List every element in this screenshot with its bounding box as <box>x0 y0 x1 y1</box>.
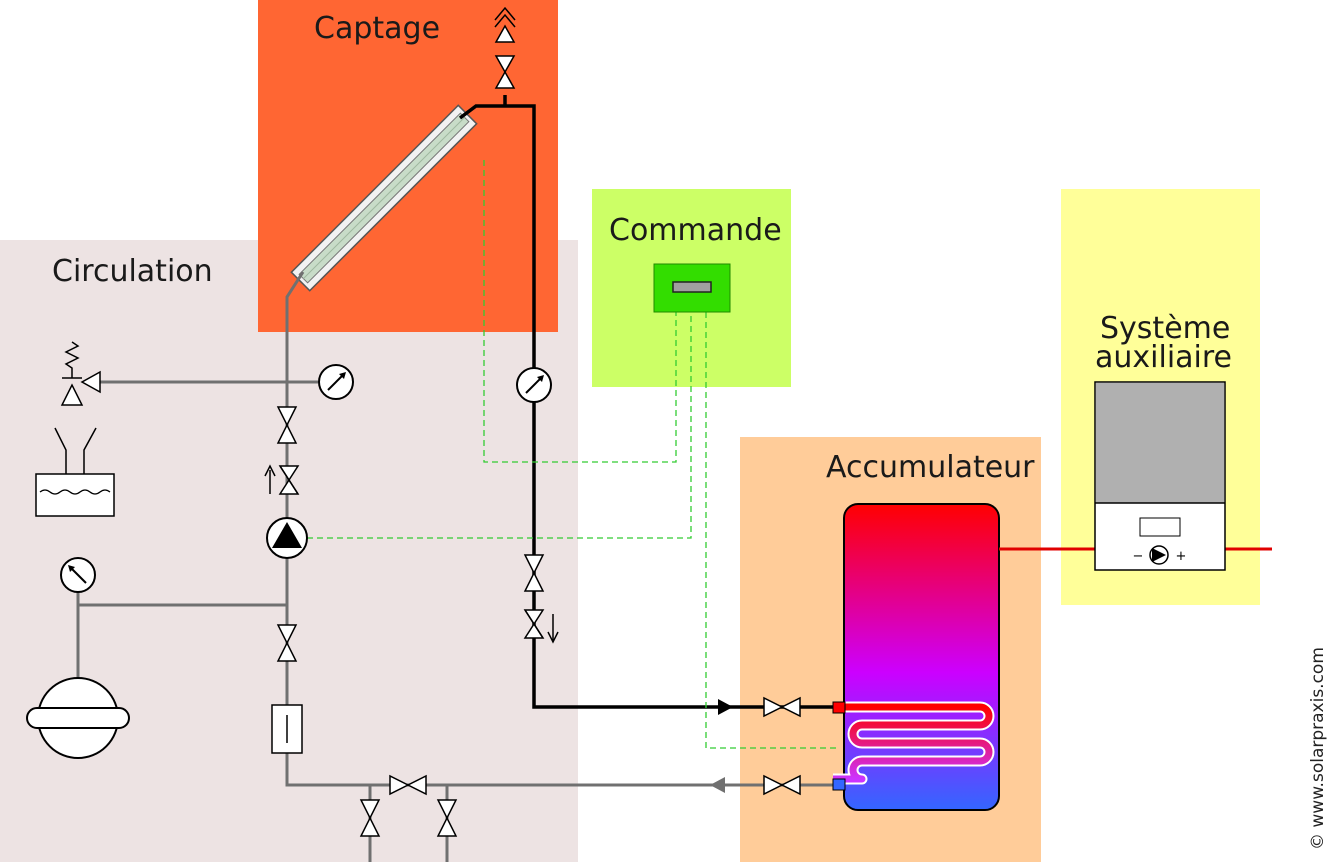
boiler-dial-icon <box>1149 545 1169 565</box>
signal-lines <box>307 160 840 749</box>
pump-icon <box>266 517 308 559</box>
top-valve-icon <box>494 55 516 89</box>
captage-label: Captage <box>314 11 441 46</box>
fill-valve-left-icon <box>359 799 381 837</box>
check-valve-flow-icon <box>523 609 559 644</box>
circulation-label: Circulation <box>52 254 213 289</box>
expansion-vessel-icon <box>26 677 130 759</box>
commande-label: Commande <box>609 213 782 248</box>
valve-circulation-upper-icon <box>276 406 298 444</box>
accumulateur-label: Accumulateur <box>826 450 1035 485</box>
return-pipes <box>76 271 835 862</box>
valve-flow-icon <box>523 554 545 592</box>
boiler-plus-label: + <box>1176 549 1187 564</box>
controller-unit <box>653 263 731 313</box>
tank-inlet-valve-icon <box>763 696 801 718</box>
drain-funnel-icon <box>54 427 97 474</box>
flow-meter-icon <box>271 704 303 754</box>
fill-valve-right-icon <box>436 799 458 837</box>
return-arrow-icon <box>710 777 725 793</box>
systeme-label: Système <box>1100 311 1231 346</box>
flow-arrow-icon <box>718 699 733 715</box>
gauge-expansion-icon <box>60 557 96 593</box>
flow-pipe <box>458 95 835 709</box>
air-vent-icon <box>494 6 516 43</box>
boiler-minus-label: − <box>1133 549 1144 564</box>
copyright-text: © www.solarpraxis.com <box>1308 647 1328 850</box>
auxiliary-boiler <box>1094 381 1226 571</box>
storage-tank <box>832 503 1000 811</box>
tank-outlet-valve-icon <box>763 774 801 796</box>
gauge-circulation-icon <box>318 364 354 400</box>
safety-valve-icon <box>60 341 101 406</box>
systeme-auxiliaire-label-line2: auxiliaire <box>1095 340 1233 375</box>
valve-circulation-lower-icon <box>276 624 298 662</box>
gauge-flow-icon <box>516 367 552 403</box>
solar-collector <box>290 104 478 292</box>
check-valve-circulation-icon <box>264 464 300 495</box>
drain-tank-icon <box>35 473 115 517</box>
return-valve-horizontal-icon <box>389 774 427 796</box>
